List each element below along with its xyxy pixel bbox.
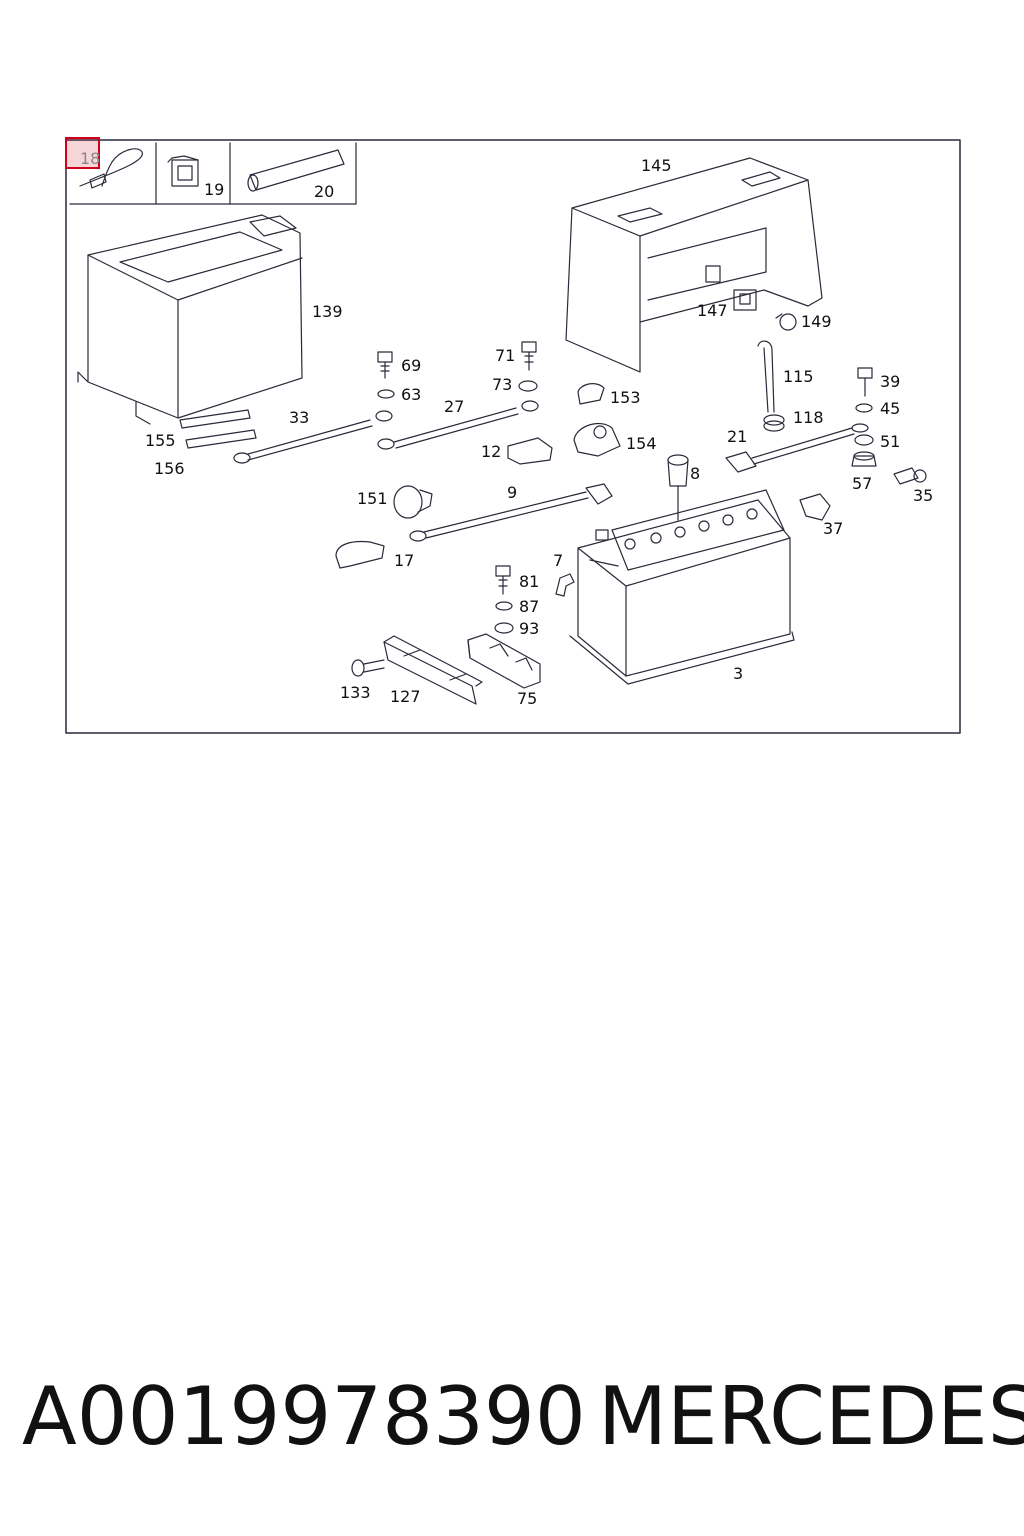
callout-145: 145 — [641, 156, 672, 175]
callout-115: 115 — [783, 367, 814, 386]
hold-down-127 — [383, 635, 483, 705]
screw-133 — [351, 659, 385, 677]
callout-154: 154 — [626, 434, 657, 453]
sleeve-part — [247, 149, 345, 192]
battery-tray-part — [77, 214, 303, 425]
callout-156: 156 — [154, 459, 185, 478]
brand-name: MERCEDES — [598, 1370, 1024, 1463]
callout-81: 81 — [519, 572, 539, 591]
callout-93: 93 — [519, 619, 539, 638]
terminal-cover-12 — [507, 437, 553, 465]
callout-139: 139 — [312, 302, 343, 321]
callout-7: 7 — [553, 551, 563, 570]
callout-127: 127 — [390, 687, 421, 706]
callout-87: 87 — [519, 597, 539, 616]
part-number: A0019978390 — [22, 1370, 586, 1463]
callout-153: 153 — [610, 388, 641, 407]
callout-39: 39 — [880, 372, 900, 391]
battery-part — [569, 489, 795, 685]
rod-part — [757, 340, 775, 413]
highlight-box — [65, 137, 100, 169]
callout-73: 73 — [492, 375, 512, 394]
callout-51: 51 — [880, 432, 900, 451]
cable-21 — [725, 423, 869, 473]
bolt-81 — [495, 565, 511, 595]
vent-elbow-7 — [555, 573, 575, 597]
callout-8: 8 — [690, 464, 700, 483]
terminal-35 — [893, 467, 927, 485]
washer-63 — [377, 389, 395, 399]
clamp-154 — [573, 423, 621, 457]
callout-45: 45 — [880, 399, 900, 418]
callout-12: 12 — [481, 442, 501, 461]
boot-17 — [335, 540, 385, 569]
grommet-part — [763, 414, 785, 432]
callout-147: 147 — [697, 301, 728, 320]
callout-37: 37 — [823, 519, 843, 538]
callout-63: 63 — [401, 385, 421, 404]
callout-33: 33 — [289, 408, 309, 427]
adhesive-strips — [179, 409, 257, 449]
clip-153 — [577, 383, 605, 405]
callout-155: 155 — [145, 431, 176, 450]
callout-71: 71 — [495, 346, 515, 365]
cable-27 — [377, 400, 539, 450]
callout-19: 19 — [204, 180, 224, 199]
callout-133: 133 — [340, 683, 371, 702]
diagram-frame — [65, 139, 961, 734]
washer-73 — [518, 380, 538, 392]
callout-18: 18 — [80, 149, 100, 168]
callout-35: 35 — [913, 486, 933, 505]
part-caption: A0019978390 MERCEDES — [0, 1370, 1024, 1470]
bolt-39 — [857, 367, 873, 397]
bracket-75 — [467, 633, 541, 689]
latch-part — [705, 265, 757, 311]
callout-21: 21 — [727, 427, 747, 446]
washer-93 — [494, 622, 514, 634]
nut-57 — [851, 451, 877, 467]
callout-17: 17 — [394, 551, 414, 570]
callout-75: 75 — [517, 689, 537, 708]
washer-51 — [854, 434, 874, 446]
bolt-71 — [521, 341, 537, 371]
washer-45 — [855, 403, 873, 413]
callout-149: 149 — [801, 312, 832, 331]
bolt-69 — [377, 351, 393, 379]
callout-3: 3 — [733, 664, 743, 683]
callout-69: 69 — [401, 356, 421, 375]
callout-9: 9 — [507, 483, 517, 502]
cable-9 — [409, 483, 613, 542]
clip-part — [167, 155, 199, 187]
callout-118: 118 — [793, 408, 824, 427]
callout-151: 151 — [357, 489, 388, 508]
cap-151 — [393, 485, 433, 519]
plug-8 — [667, 454, 689, 521]
cap-part — [775, 313, 797, 331]
cable-33 — [233, 410, 393, 464]
inset-boxes — [69, 142, 357, 205]
washer-87 — [495, 601, 513, 611]
clamp-37 — [799, 493, 831, 521]
callout-27: 27 — [444, 397, 464, 416]
callout-57: 57 — [852, 474, 872, 493]
battery-cover-part — [565, 157, 823, 373]
cable-tie-part — [79, 148, 143, 189]
callout-20: 20 — [314, 182, 334, 201]
